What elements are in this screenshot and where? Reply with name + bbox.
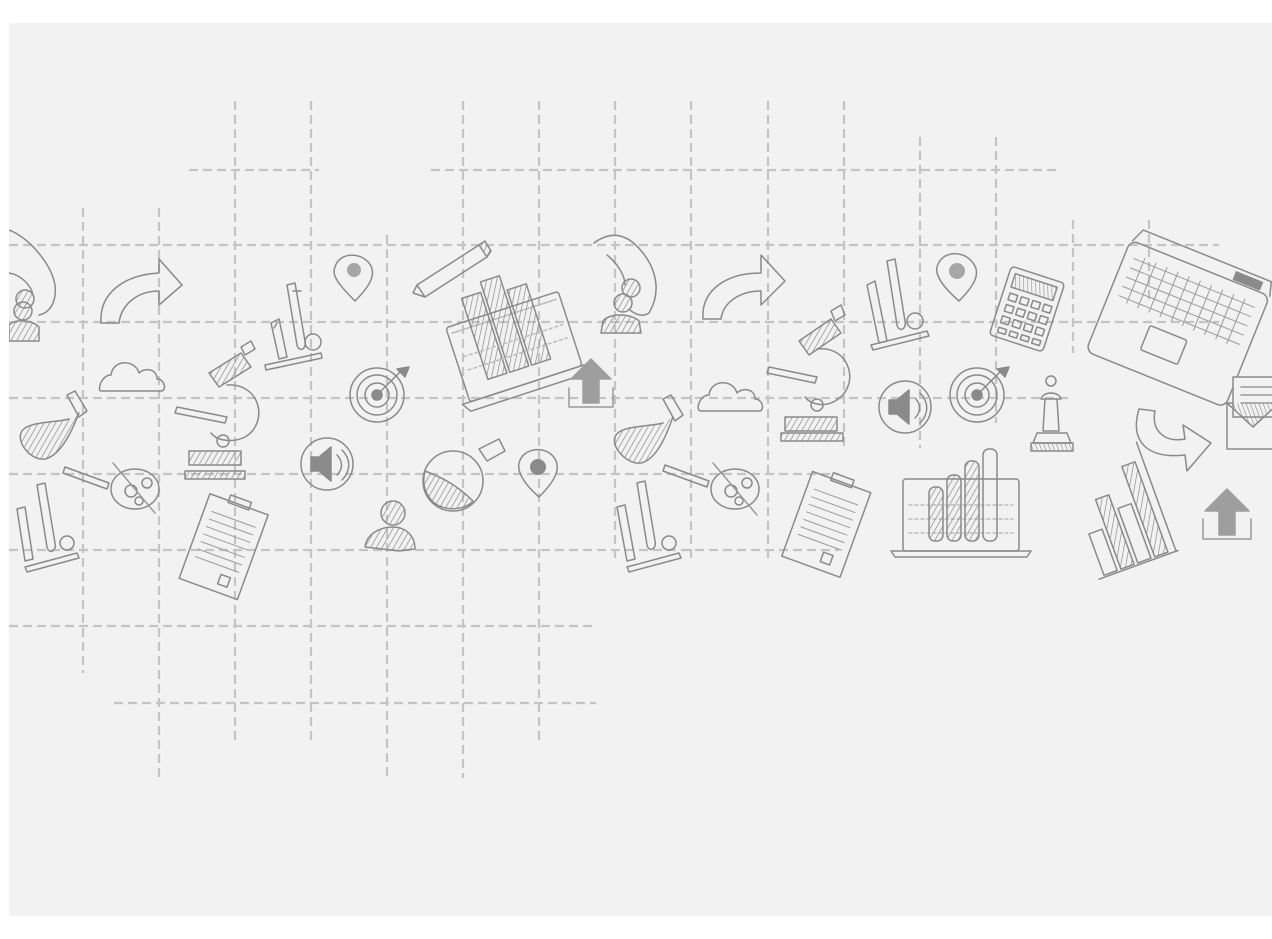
map-pin-icon <box>333 254 374 302</box>
speaker-icon <box>878 380 932 434</box>
laptop-chart-icon <box>445 274 593 412</box>
doodle-scene <box>9 23 1272 916</box>
hand-icon <box>593 234 657 316</box>
person-icon <box>364 500 416 552</box>
bar-chart-icon <box>1088 441 1179 580</box>
laptop-icon <box>1087 229 1272 406</box>
flask-icon <box>613 394 684 464</box>
chess-pawn-icon <box>1030 375 1074 452</box>
upload-icon <box>1202 488 1252 540</box>
petri-dish-icon <box>62 462 160 514</box>
upload-icon <box>568 358 614 408</box>
clipboard-icon <box>781 470 872 579</box>
test-tubes-icon <box>616 480 682 573</box>
map-pin-icon <box>517 449 559 498</box>
clipboard-icon <box>178 493 269 601</box>
microscope-icon <box>174 340 260 480</box>
microscope-icon <box>766 304 851 442</box>
target-icon <box>349 366 410 423</box>
panel-background <box>9 23 1272 916</box>
round-flask-icon <box>422 438 506 512</box>
test-tubes-icon <box>264 282 323 371</box>
person-icon <box>600 293 642 334</box>
curved-arrow-icon <box>1135 408 1212 472</box>
petri-dish-icon <box>662 462 760 516</box>
target-icon <box>949 366 1010 423</box>
laptop-bars-icon <box>890 448 1032 558</box>
cloud-icon <box>98 362 166 392</box>
curved-arrow-icon <box>702 254 786 320</box>
speaker-icon <box>300 437 354 491</box>
envelope-icon <box>1226 376 1272 450</box>
person-icon <box>9 301 40 342</box>
map-pin-icon <box>935 253 978 302</box>
flask-icon <box>19 390 88 460</box>
calculator-icon <box>989 266 1065 352</box>
cloud-icon <box>697 382 764 412</box>
curved-arrow-icon <box>100 258 183 324</box>
test-tubes-icon <box>16 482 80 573</box>
test-tubes-icon <box>866 258 930 351</box>
pencil-icon <box>412 240 492 298</box>
doodle-background-panel <box>9 23 1272 916</box>
